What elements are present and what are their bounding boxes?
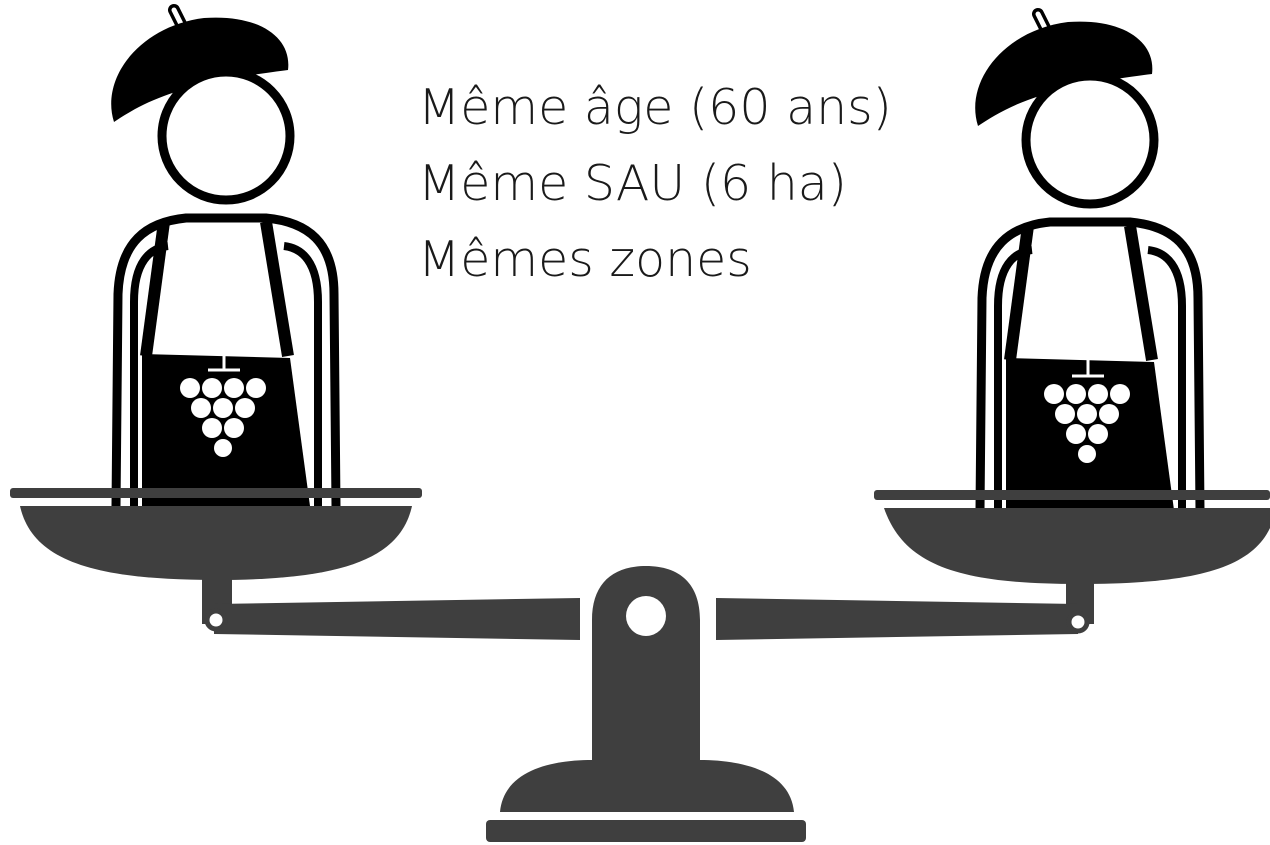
pivot-hole [626,596,666,636]
scale-base [486,820,806,842]
caption-line-sau: Même SAU (6 ha) [418,146,892,222]
balance-scale [10,488,1270,842]
left-pan-bowl [20,506,412,580]
right-pan-bowl [884,508,1270,584]
left-beam [214,598,580,640]
left-pan-rim [10,488,422,498]
right-beam [716,598,1078,640]
right-pan-rim [874,490,1270,500]
left-winegrower [111,10,336,506]
comparison-caption: Même âge (60 ans) Même SAU (6 ha) Mêmes … [418,70,892,298]
caption-line-zones: Mêmes zones [418,222,892,298]
caption-line-age: Même âge (60 ans) [418,70,892,146]
right-winegrower [975,14,1200,510]
